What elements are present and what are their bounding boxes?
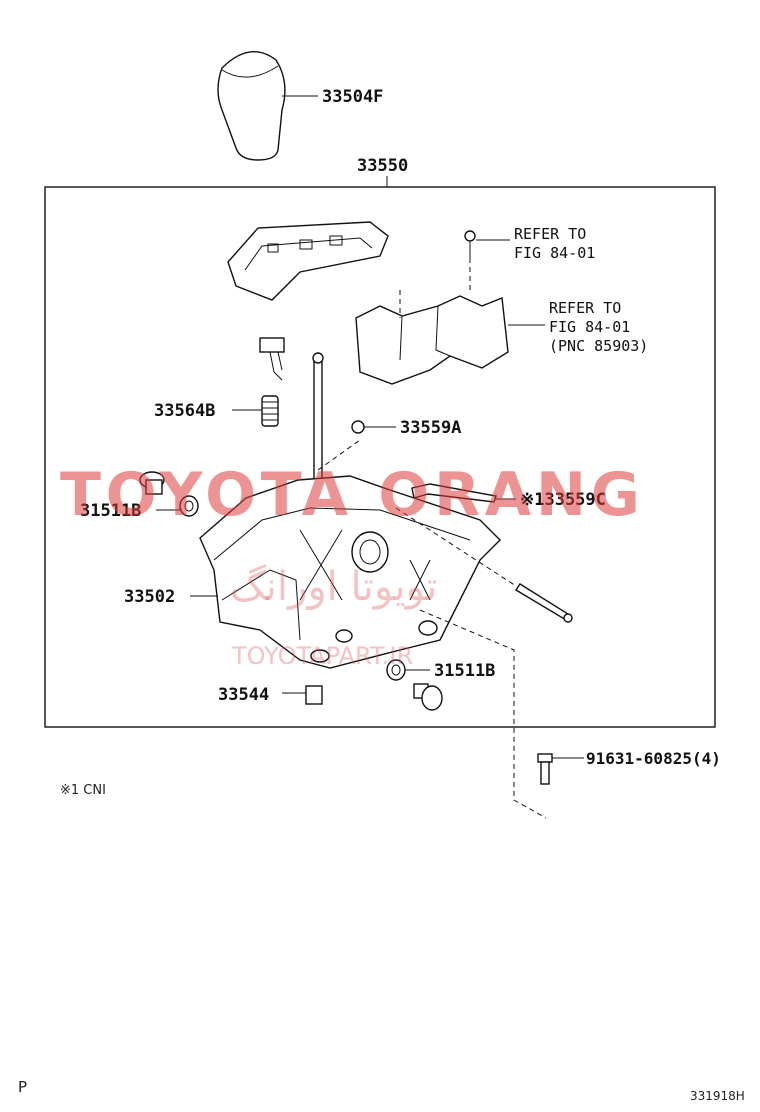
part-label-31511b-lower: 31511B xyxy=(434,661,495,681)
refer-note-1-line2: FIG 84-01 xyxy=(514,244,595,262)
pin-upper xyxy=(139,471,165,495)
indicator-plate xyxy=(227,221,389,301)
bushing-31511b-upper xyxy=(156,495,199,517)
detent-switch xyxy=(259,337,285,381)
shift-knob-33504f xyxy=(217,51,318,161)
bushing-31511b-lower xyxy=(386,659,430,681)
refer-note-2-line1: REFER TO xyxy=(549,299,621,317)
part-label-33544: 33544 xyxy=(218,685,269,705)
assembly-boundary-box xyxy=(44,186,716,728)
refer-note-2-line3: (PNC 85903) xyxy=(549,337,648,355)
part-label-33504f: 33504F xyxy=(322,87,383,107)
refer-note-2-line2: FIG 84-01 xyxy=(549,318,630,336)
shift-housing-33502 xyxy=(190,475,501,669)
part-label-33564b: 33564B xyxy=(154,401,215,421)
figure-code: 331918H xyxy=(690,1089,745,1103)
part-label-31511b-upper: 31511B xyxy=(80,501,141,521)
page-letter: P xyxy=(18,1078,27,1096)
long-pin xyxy=(395,507,573,623)
part-label-33550: 33550 xyxy=(357,156,408,176)
screw-refer xyxy=(464,230,510,290)
refer-note-1-line1: REFER TO xyxy=(514,225,586,243)
watermark-site: TOYOTAPART.IR xyxy=(231,642,413,670)
spring-33564b xyxy=(232,395,279,427)
bolt-91631 xyxy=(419,609,584,819)
part-label-33502: 33502 xyxy=(124,587,175,607)
collar-33544 xyxy=(282,685,323,705)
cover-block xyxy=(355,290,545,385)
part-label-33559c: ※133559C xyxy=(520,490,606,510)
part-label-33559a: 33559A xyxy=(400,418,461,438)
part-label-91631: 91631-60825(4) xyxy=(586,749,721,768)
watermark-arabic: تویوتا اورانگ xyxy=(230,564,437,610)
footnote: ※1 CNI xyxy=(60,783,106,798)
clip-33559a xyxy=(351,420,396,434)
pin-lower xyxy=(413,683,443,711)
